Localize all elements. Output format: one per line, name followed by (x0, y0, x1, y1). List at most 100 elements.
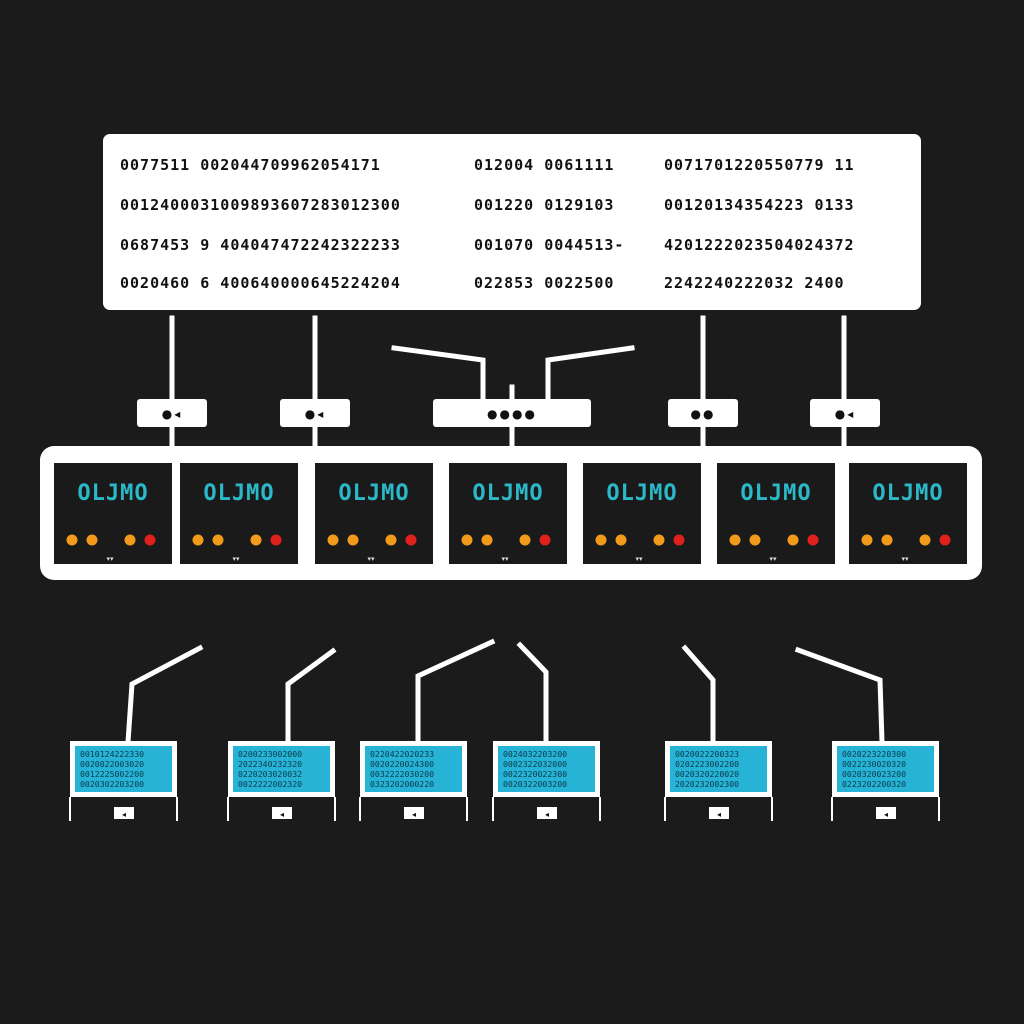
port-icon: ◂ (717, 810, 721, 819)
antenna-right (545, 345, 635, 401)
connector-box (668, 399, 738, 427)
terminal: 0020022200323020222300220000203202200202… (664, 741, 773, 821)
table-cell: 0687453 9 404047472242322233 (120, 236, 401, 254)
wiring (125, 315, 885, 745)
unit-mark: ▾▾ (635, 555, 643, 563)
screen-line: 2022340232320 (238, 759, 302, 769)
table-cell: 022853 0022500 (474, 274, 614, 292)
status-led-icon (212, 534, 224, 546)
unit-display: OLJMO (203, 481, 274, 506)
status-led-icon (124, 534, 136, 546)
status-led-icon (144, 534, 156, 546)
terminal-wire-4 (516, 641, 549, 745)
status-led-icon (270, 534, 282, 546)
connector-plug-icon: ●● (668, 399, 738, 427)
connector-label: ●●●● (487, 407, 537, 421)
screen-line: 0220203020032 (238, 769, 302, 779)
rack-unit-face (315, 463, 433, 564)
rack-unit: OLJMO ▾▾ (583, 463, 701, 564)
connector-plug-icon: ●◂ (137, 399, 207, 427)
rack-unit: OLJMO ▾▾ (315, 463, 433, 564)
screen-line: 0002322032000 (503, 759, 567, 769)
screen-line: 0020320023200 (842, 769, 906, 779)
screen-line: 0020022200323 (675, 749, 739, 759)
rack-unit-face (54, 463, 172, 564)
port-icon: ◂ (122, 810, 126, 819)
connector-plug-icon: ●◂ (810, 399, 880, 427)
rack-unit-face (583, 463, 701, 564)
unit-mark: ▾▾ (901, 555, 909, 563)
rack-unit-face (180, 463, 298, 564)
connector-label: ●◂ (162, 407, 183, 421)
rack-unit: OLJMO▾▾ (717, 463, 835, 564)
unit-mark: ▾▾ (232, 555, 240, 563)
status-led-icon (481, 534, 493, 546)
terminal: 0020223220300002223002032000203200232000… (831, 741, 940, 821)
terminal-wire-6 (794, 646, 885, 745)
port-icon: ◂ (884, 810, 888, 819)
screen-line: 0020320220020 (675, 769, 739, 779)
rack-unit: OLJMO ▾▾ (54, 463, 172, 564)
status-led-icon (461, 534, 473, 546)
screen-line: 0220422020233 (370, 749, 434, 759)
connector-row: ●◂●◂●●●●●●●◂ (137, 399, 880, 427)
terminal: 0220422020233002022002430000322220302000… (359, 741, 468, 821)
antenna-left (391, 345, 486, 401)
unit-display: OLJMO (472, 481, 543, 506)
terminal-port (537, 807, 557, 819)
table-cell: 00120134354223 0133 (664, 196, 855, 214)
screen-line: 0010124222330 (80, 749, 144, 759)
unit-display: OLJMO (338, 481, 409, 506)
screen-line: 2020232002300 (675, 779, 739, 789)
status-led-icon (807, 534, 819, 546)
table-cell: 2242240222032 2400 (664, 274, 845, 292)
table-cell: 4201222023504024372 (664, 236, 855, 254)
connector-label: ●● (691, 407, 716, 421)
table-cell: 0020460 6 400640000645224204 (120, 274, 401, 292)
terminal-screen (365, 746, 462, 792)
status-led-icon (86, 534, 98, 546)
status-led-icon (615, 534, 627, 546)
screen-line: 0022320022300 (503, 769, 567, 779)
terminal-wire-3 (415, 638, 496, 745)
screen-line: 0032222030200 (370, 769, 434, 779)
terminal-port (709, 807, 729, 819)
unit-mark: ▾▾ (367, 555, 375, 563)
rack-unit-face (717, 463, 835, 564)
screen-line: 0024032203200 (503, 749, 567, 759)
status-led-icon (653, 534, 665, 546)
screen-line: 0022222002320 (238, 779, 302, 789)
connector-box (137, 399, 207, 427)
connector-box (810, 399, 880, 427)
status-led-icon (519, 534, 531, 546)
unit-display: OLJMO (77, 481, 148, 506)
terminal: 0010124222330002002200302000122250022000… (69, 741, 178, 821)
screen-line: 0020302203200 (80, 779, 144, 789)
screen-line: 0020022003020 (80, 759, 144, 769)
screen-line: 0223202200320 (842, 779, 906, 789)
status-led-icon (347, 534, 359, 546)
screen-line: 0323202000220 (370, 779, 434, 789)
terminal-port (272, 807, 292, 819)
screen-line: 0200233002000 (238, 749, 302, 759)
unit-mark: ▾▾ (106, 555, 114, 563)
table-cell: 001220 0129103 (474, 196, 614, 214)
terminal-screen (498, 746, 595, 792)
unit-mark: ▾▾ (501, 555, 509, 563)
rack-unit: OLJMO ▾▾ (449, 463, 567, 564)
terminal-screen (837, 746, 934, 792)
status-led-icon (66, 534, 78, 546)
unit-display: OLJMO (606, 481, 677, 506)
status-led-icon (861, 534, 873, 546)
terminal-screen (233, 746, 330, 792)
rack-unit: OLJMO ▾▾ (180, 463, 298, 564)
unit-display: OLJMO (872, 481, 943, 506)
status-led-icon (881, 534, 893, 546)
connector-plug-icon: ●◂ (280, 399, 350, 427)
screen-line: 0012225002200 (80, 769, 144, 779)
terminal-port (404, 807, 424, 819)
screen-line: 0202223002200 (675, 759, 739, 769)
terminal-port (114, 807, 134, 819)
screen-line: 0022230020320 (842, 759, 906, 769)
